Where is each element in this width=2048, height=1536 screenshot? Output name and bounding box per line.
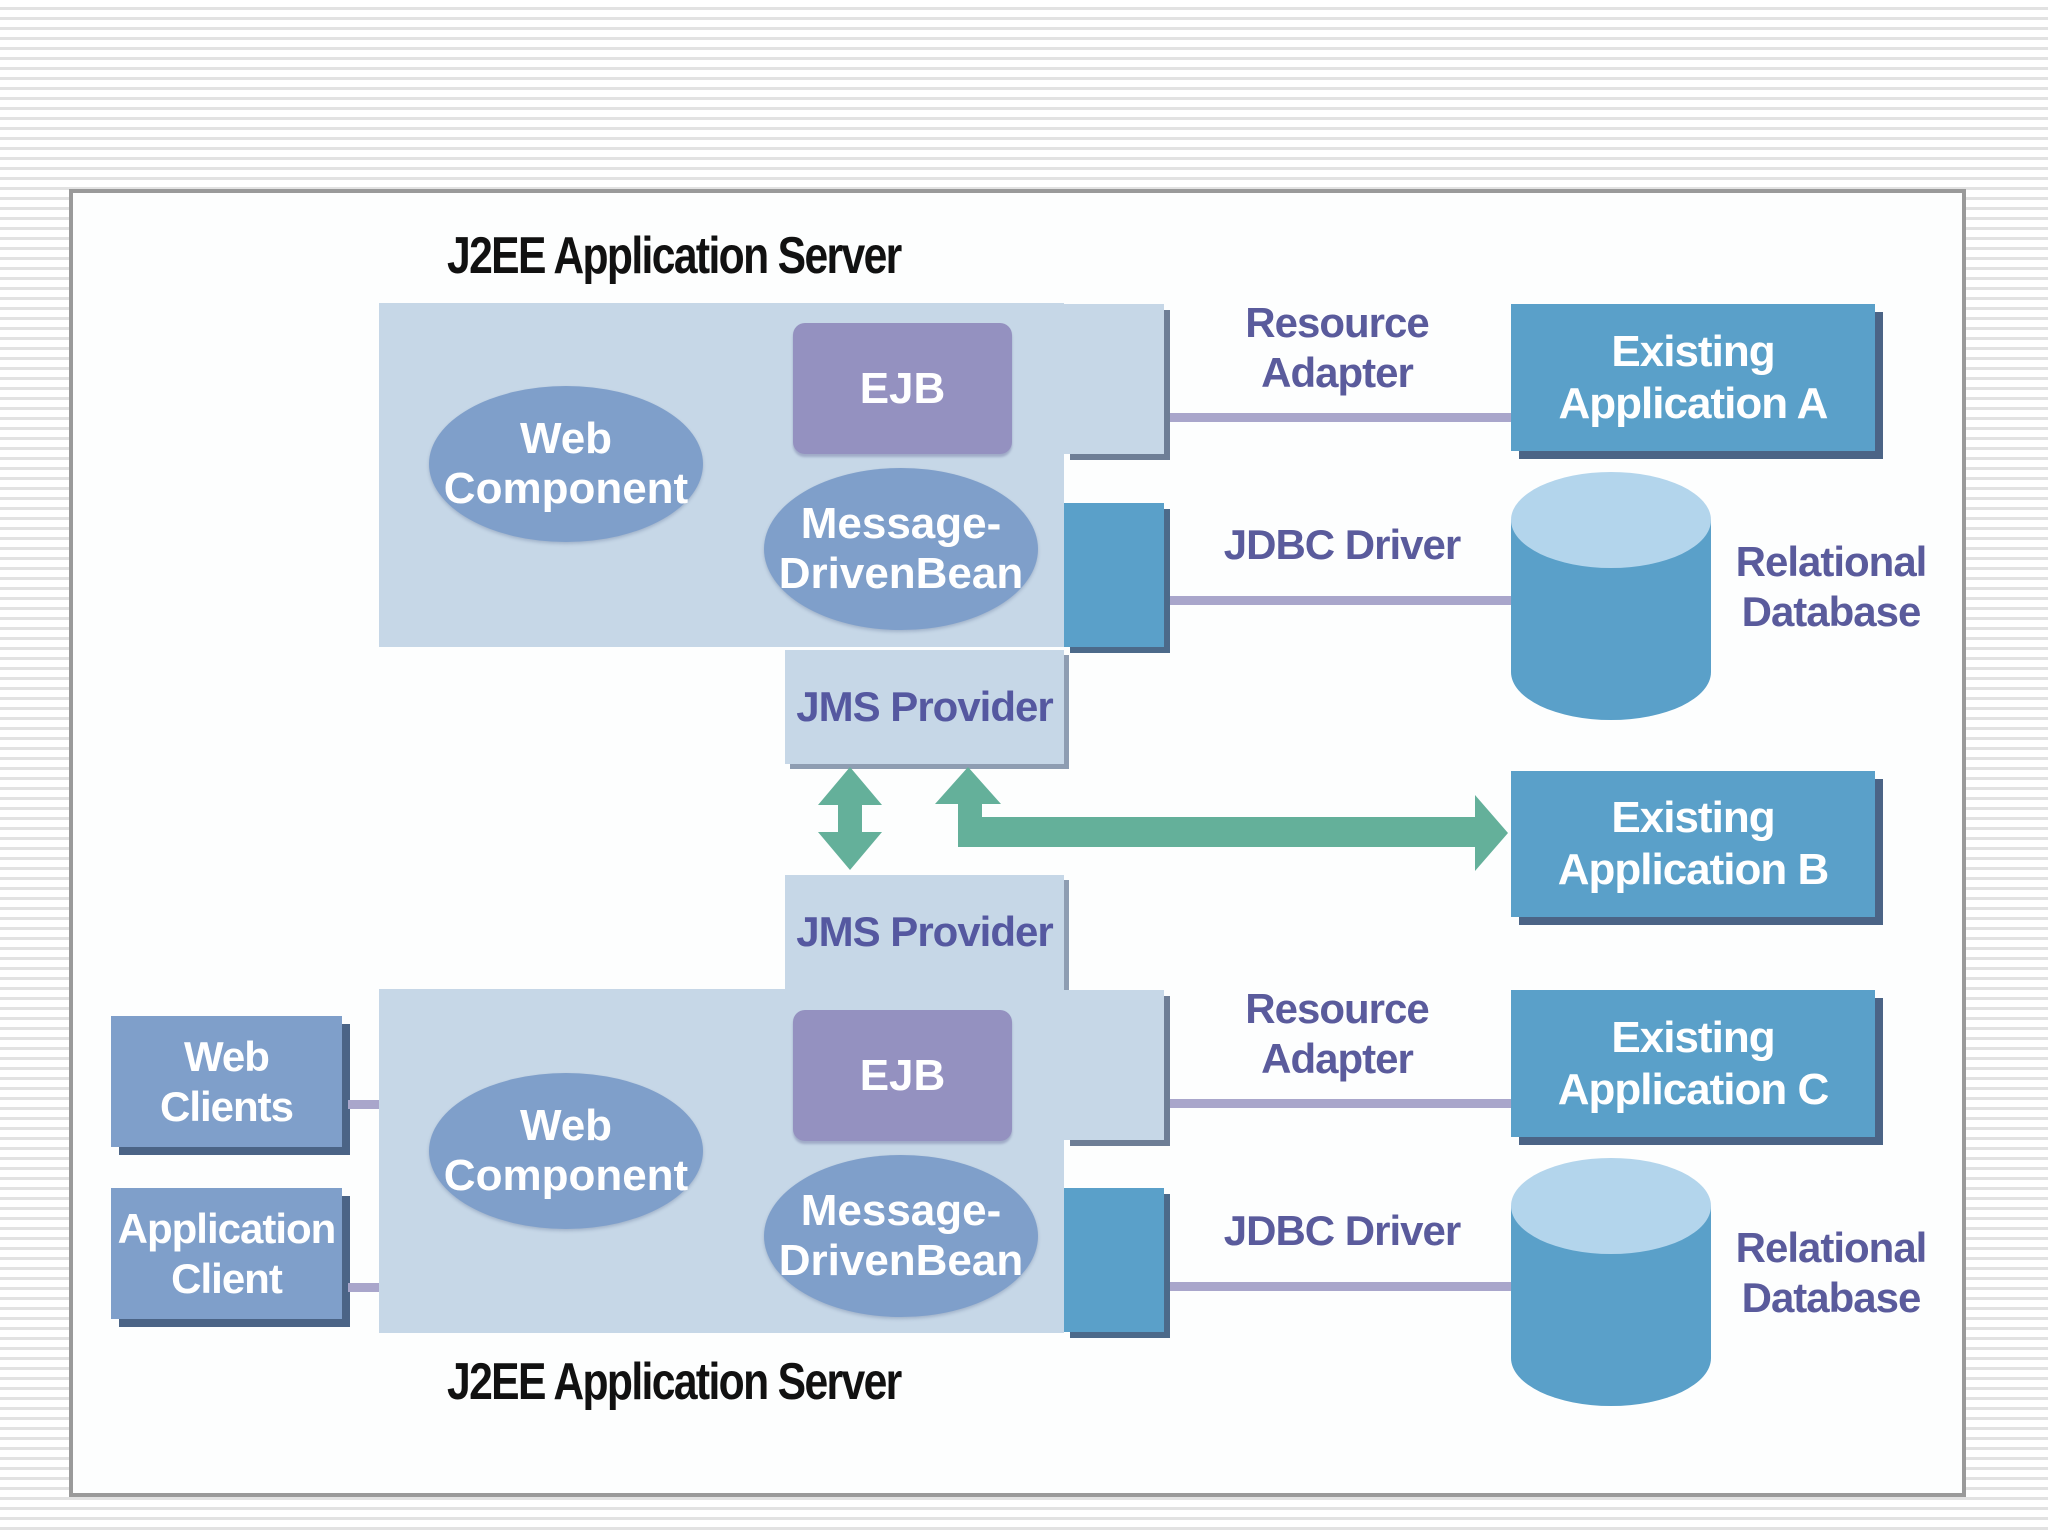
top-relational-database-icon — [1511, 472, 1711, 720]
bottom-ra-label-line2: Adapter — [1261, 1035, 1414, 1082]
web-clients-line1: Web — [184, 1032, 270, 1080]
top-web-component-line1: Web — [519, 414, 613, 463]
top-ejb-box: EJB — [793, 323, 1012, 454]
application-client-box: Application Client — [111, 1188, 342, 1319]
top-relational-database-label: Relational Database — [1716, 537, 1946, 637]
bottom-jdbc-line — [1170, 1282, 1511, 1291]
bottom-ra-label-line1: Resource — [1245, 985, 1429, 1032]
top-message-driven-bean: Message- DrivenBean — [764, 468, 1038, 630]
bottom-jms-provider: JMS Provider — [785, 875, 1064, 989]
app-b-line2: Application B — [1557, 845, 1830, 894]
top-mdb-line1: Message- — [800, 499, 1002, 548]
top-server-title: J2EE Application Server — [447, 227, 902, 285]
bottom-web-component-line1: Web — [519, 1101, 613, 1150]
bottom-resource-adapter-label: Resource Adapter — [1232, 984, 1442, 1084]
existing-application-a: Existing Application A — [1511, 304, 1875, 451]
application-client-line1: Application — [117, 1204, 337, 1252]
web-clients-line — [348, 1100, 379, 1109]
web-clients-box: Web Clients — [111, 1016, 342, 1147]
top-jdbc-label: JDBC Driver — [1223, 521, 1461, 568]
existing-application-b: Existing Application B — [1511, 771, 1875, 917]
top-resource-adapter-connector — [1064, 304, 1164, 454]
application-client-line2: Client — [171, 1254, 283, 1302]
top-web-component: Web Component — [429, 386, 703, 542]
web-clients-line2: Clients — [159, 1082, 294, 1130]
bottom-db-label-line1: Relational — [1735, 1224, 1928, 1271]
bottom-web-component: Web Component — [429, 1073, 703, 1229]
bottom-jdbc-label: JDBC Driver — [1223, 1207, 1461, 1254]
bottom-resource-adapter-line — [1170, 1099, 1511, 1108]
bottom-relational-database-icon — [1511, 1158, 1711, 1406]
existing-application-c: Existing Application C — [1511, 990, 1875, 1137]
top-jdbc-line — [1170, 596, 1511, 605]
jms-double-arrow — [818, 767, 882, 870]
bottom-ejb-box: EJB — [793, 1010, 1012, 1141]
app-c-line2: Application C — [1557, 1064, 1830, 1114]
app-c-line1: Existing — [1611, 1012, 1775, 1062]
bottom-jdbc-connector — [1064, 1188, 1164, 1332]
bottom-mdb-line2: DrivenBean — [778, 1236, 1024, 1285]
bottom-web-component-line2: Component — [443, 1151, 689, 1200]
top-db-label-line2: Database — [1741, 588, 1922, 635]
top-db-label-line1: Relational — [1735, 538, 1928, 585]
app-a-line2: Application A — [1558, 378, 1829, 428]
application-client-line — [348, 1283, 379, 1292]
bottom-mdb-line1: Message- — [800, 1186, 1002, 1235]
top-resource-adapter-label: Resource Adapter — [1232, 298, 1442, 398]
top-jms-provider: JMS Provider — [785, 650, 1064, 764]
bottom-server-title: J2EE Application Server — [447, 1353, 902, 1411]
app-a-line1: Existing — [1611, 326, 1775, 376]
bottom-db-label-line2: Database — [1741, 1274, 1922, 1321]
jms-to-app-b-arrow — [935, 767, 1508, 871]
bottom-relational-database-label: Relational Database — [1716, 1223, 1946, 1323]
top-ra-label-line1: Resource — [1245, 299, 1429, 346]
bottom-message-driven-bean: Message- DrivenBean — [764, 1155, 1038, 1317]
top-web-component-line2: Component — [443, 464, 689, 513]
top-mdb-line2: DrivenBean — [778, 549, 1024, 598]
app-b-line1: Existing — [1611, 793, 1775, 842]
top-ra-label-line2: Adapter — [1261, 349, 1414, 396]
top-jdbc-connector — [1064, 503, 1164, 647]
top-resource-adapter-line — [1170, 413, 1511, 422]
bottom-resource-adapter-connector — [1064, 990, 1164, 1140]
